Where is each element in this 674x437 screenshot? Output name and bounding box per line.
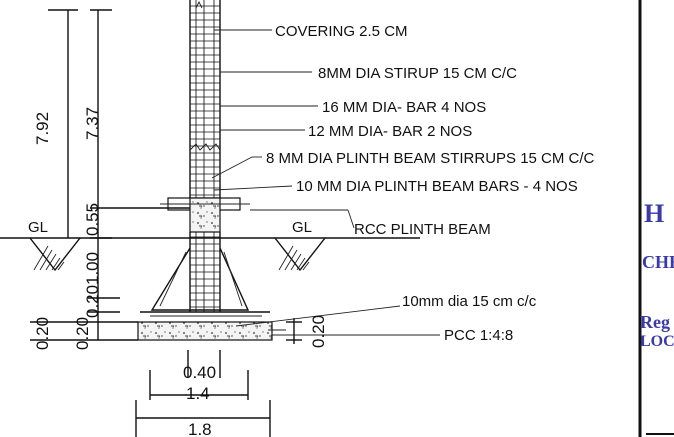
title-line2: Reg xyxy=(640,312,670,332)
gl-right-label: GL xyxy=(292,219,312,236)
bar12-label: 12 MM DIA- BAR 2 NOS xyxy=(308,123,472,140)
dim-pcc-right: 0.20 xyxy=(309,315,328,348)
break-mark xyxy=(189,143,221,151)
title-line3: LOCA xyxy=(640,333,674,350)
dim-footing-width: 1.4 xyxy=(186,384,210,403)
column-stirrups xyxy=(190,5,220,308)
bar16-label: 16 MM DIA- BAR 4 NOS xyxy=(322,99,486,116)
title-block-fragment: H CHE Reg LOCA xyxy=(638,0,674,437)
covering-label: COVERING 2.5 CM xyxy=(275,23,408,40)
gl-left-label: GL xyxy=(28,219,48,236)
pcc-bed xyxy=(137,321,273,341)
left-dimensions xyxy=(30,9,190,341)
stirrup-label: 8MM DIA STIRUP 15 CM C/C xyxy=(318,65,517,82)
dim-footing-base: 0.20 xyxy=(73,317,92,350)
title-line1: CHE xyxy=(642,252,674,272)
plinth-beam xyxy=(160,197,250,233)
footing-mesh-label: 10mm dia 15 cm c/c xyxy=(402,293,537,310)
ground-symbol-right xyxy=(274,237,326,272)
title-fragment: H xyxy=(644,199,664,228)
dim-depth: 1.00 xyxy=(83,252,102,285)
dim-column-width: 0.40 xyxy=(183,363,216,382)
leaders xyxy=(211,29,440,336)
dim-column-height: 7.37 xyxy=(83,107,102,140)
dim-total-height: 7.92 xyxy=(33,112,52,145)
column xyxy=(189,0,221,312)
dim-plinth: 0.55 xyxy=(83,203,102,236)
bottom-dimensions xyxy=(135,350,271,437)
sloped-footing xyxy=(140,247,270,317)
dim-pcc-width: 1.8 xyxy=(188,420,212,437)
plinth-beam-label: RCC PLINTH BEAM xyxy=(354,221,491,238)
plinth-bars-label: 10 MM DIA PLINTH BEAM BARS - 4 NOS xyxy=(296,178,578,195)
pcc-label: PCC 1:4:8 xyxy=(444,327,513,344)
right-dimension xyxy=(286,318,302,344)
dim-footing-slope: 0.20 xyxy=(83,285,102,318)
ground-symbol-left xyxy=(29,237,81,272)
break-mark-top xyxy=(195,0,203,9)
plinth-stirrups-label: 8 MM DIA PLINTH BEAM STIRRUPS 15 CM C/C xyxy=(266,150,595,167)
dim-pcc-left: 0.20 xyxy=(33,317,52,350)
